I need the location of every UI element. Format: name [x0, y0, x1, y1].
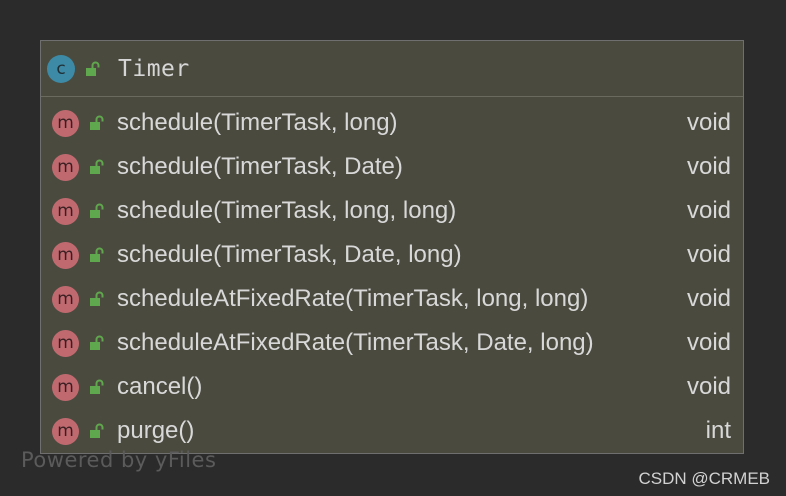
method-icon: m — [52, 241, 79, 269]
lock-open-icon — [86, 61, 100, 76]
method-icon: m — [52, 373, 79, 401]
lock-open-icon — [90, 115, 104, 130]
method-return-type: void — [686, 197, 731, 224]
powered-by-label: Powered by yFiles — [21, 448, 217, 472]
method-return-type: void — [686, 109, 731, 136]
method-row[interactable]: m purge() int — [41, 409, 743, 453]
method-icon: m — [52, 417, 79, 445]
method-row[interactable]: m scheduleAtFixedRate(TimerTask, Date, l… — [41, 321, 743, 365]
lock-open-icon — [90, 247, 104, 262]
method-row[interactable]: m schedule(TimerTask, Date, long) void — [41, 233, 743, 277]
method-row[interactable]: m cancel() void — [41, 365, 743, 409]
class-icon: c — [47, 54, 75, 83]
method-return-type: void — [686, 373, 731, 400]
method-icon: m — [52, 153, 79, 181]
lock-open-icon — [90, 379, 104, 394]
method-return-type: void — [686, 241, 731, 268]
lock-open-icon — [90, 159, 104, 174]
method-name: cancel() — [117, 373, 203, 400]
method-icon: m — [52, 285, 79, 313]
lock-open-icon — [90, 291, 104, 306]
method-icon: m — [52, 329, 79, 357]
method-name: purge() — [117, 417, 195, 444]
method-name: schedule(TimerTask, long, long) — [117, 197, 457, 224]
uml-class-box: c Timer m schedule(TimerTask, long) void… — [40, 40, 744, 454]
method-name: schedule(TimerTask, Date) — [117, 153, 403, 180]
method-list: m schedule(TimerTask, long) void m sched… — [41, 97, 743, 453]
class-header: c Timer — [41, 41, 743, 97]
watermark: CSDN @CRMEB — [638, 469, 770, 488]
method-row[interactable]: m scheduleAtFixedRate(TimerTask, long, l… — [41, 277, 743, 321]
method-name: schedule(TimerTask, long) — [117, 109, 398, 136]
method-return-type: int — [705, 417, 731, 444]
method-return-type: void — [686, 153, 731, 180]
method-row[interactable]: m schedule(TimerTask, long, long) void — [41, 189, 743, 233]
method-row[interactable]: m schedule(TimerTask, long) void — [41, 101, 743, 145]
method-icon: m — [52, 197, 79, 225]
class-name: Timer — [118, 55, 190, 82]
lock-open-icon — [90, 203, 104, 218]
method-row[interactable]: m schedule(TimerTask, Date) void — [41, 145, 743, 189]
lock-open-icon — [90, 423, 104, 438]
method-name: schedule(TimerTask, Date, long) — [117, 241, 462, 268]
lock-open-icon — [90, 335, 104, 350]
method-name: scheduleAtFixedRate(TimerTask, Date, lon… — [117, 329, 594, 356]
method-return-type: void — [686, 329, 731, 356]
method-name: scheduleAtFixedRate(TimerTask, long, lon… — [117, 285, 589, 312]
method-return-type: void — [686, 285, 731, 312]
method-icon: m — [52, 109, 79, 137]
